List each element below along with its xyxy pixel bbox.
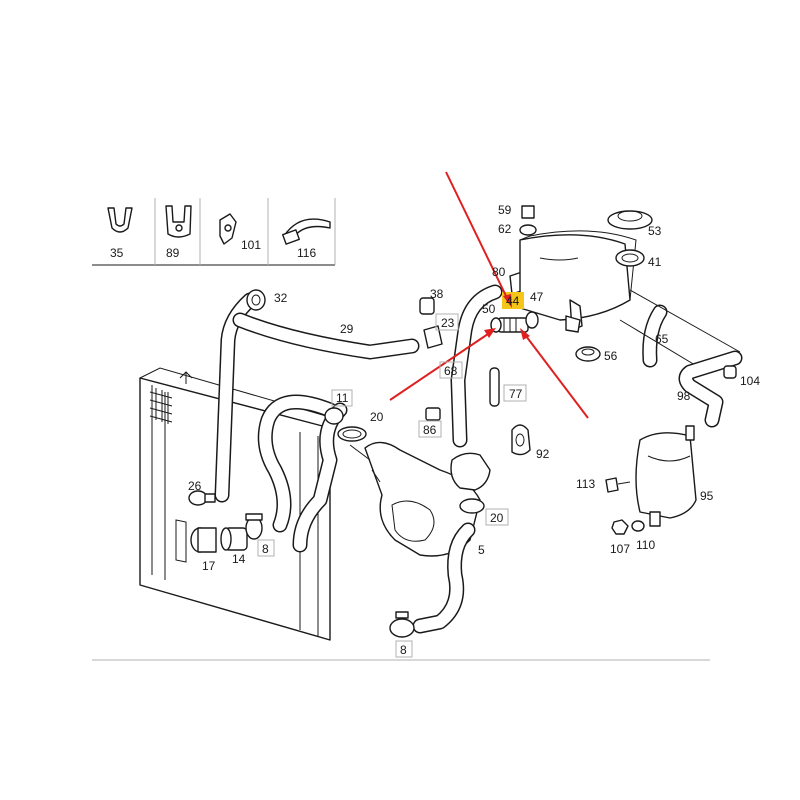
hose-clip-icon xyxy=(107,207,133,233)
label-107: 107 xyxy=(610,542,630,556)
coupling-14 xyxy=(220,527,248,551)
label-44: 44 xyxy=(506,294,520,308)
clamp-8b xyxy=(389,611,415,638)
label-41: 41 xyxy=(648,255,662,269)
seal-41 xyxy=(615,249,645,267)
label-14: 14 xyxy=(232,552,246,566)
radiator-fins xyxy=(149,388,173,424)
reservoir-95 xyxy=(635,425,697,527)
label-98: 98 xyxy=(677,389,691,403)
arrow-top xyxy=(445,171,509,301)
clip-92 xyxy=(511,424,531,456)
cap-38 xyxy=(419,297,435,315)
cap-86 xyxy=(425,407,441,421)
label-53: 53 xyxy=(648,224,662,238)
label-29: 29 xyxy=(340,322,354,336)
legend-label-101: 101 xyxy=(241,238,261,252)
label-113: 113 xyxy=(576,477,595,491)
tank-bracket-lines xyxy=(619,289,741,369)
label-5: 5 xyxy=(478,543,485,557)
label-92: 92 xyxy=(536,447,550,461)
clamp-26 xyxy=(188,490,216,506)
bracket-clip-icon xyxy=(219,213,237,245)
pipe-98 xyxy=(678,350,743,428)
washer-62 xyxy=(519,224,537,236)
label-77: 77 xyxy=(509,387,523,401)
label-47: 47 xyxy=(530,290,544,304)
red-arrows xyxy=(389,171,589,419)
label-20a: 20 xyxy=(370,410,384,424)
grommet-32 xyxy=(246,289,266,311)
label-23: 23 xyxy=(441,316,455,330)
clamp-20b xyxy=(459,498,485,514)
label-62: 62 xyxy=(498,222,512,236)
coupling-17 xyxy=(190,527,217,553)
grommet-56 xyxy=(575,346,601,362)
label-32: 32 xyxy=(274,291,288,305)
label-17: 17 xyxy=(202,559,216,573)
label-110: 110 xyxy=(636,538,655,552)
hose-5 xyxy=(412,522,476,634)
cap-53 xyxy=(607,210,653,230)
label-56: 56 xyxy=(604,349,618,363)
clamp-8a xyxy=(245,513,263,540)
hose-68 xyxy=(450,284,503,448)
label-80: 80 xyxy=(492,265,506,279)
label-68: 68 xyxy=(444,364,458,378)
double-clip-icon xyxy=(165,205,192,238)
clamp-11 xyxy=(324,407,344,425)
label-104: 104 xyxy=(740,374,760,388)
label-50: 50 xyxy=(482,302,496,316)
washer-110 xyxy=(631,520,645,532)
label-11: 11 xyxy=(336,391,349,405)
label-8a: 8 xyxy=(262,542,269,556)
water-pump-housing xyxy=(349,441,491,557)
grommet-104 xyxy=(723,365,737,379)
clamp-20a xyxy=(337,426,367,442)
legend-label-116: 116 xyxy=(297,246,316,260)
label-86: 86 xyxy=(423,423,437,437)
label-38: 38 xyxy=(430,287,444,301)
label-59: 59 xyxy=(498,203,512,217)
sensor-assembly-44 xyxy=(490,311,539,333)
hose-65 xyxy=(642,304,668,368)
label-8b: 8 xyxy=(400,643,407,657)
hose-29 xyxy=(214,292,420,503)
clip-23 xyxy=(423,325,443,349)
part-labels: 59 62 53 41 80 38 50 44 47 32 29 23 65 5… xyxy=(188,203,760,657)
label-95: 95 xyxy=(700,489,714,503)
expansion-tank xyxy=(519,230,637,333)
legend-label-89: 89 xyxy=(166,246,180,260)
label-65: 65 xyxy=(655,332,669,346)
legend-table: 35 89 101 116 xyxy=(92,198,336,266)
arrow-left xyxy=(389,333,489,401)
legend-label-35: 35 xyxy=(110,246,124,260)
pipe-77 xyxy=(489,367,500,407)
label-boxes xyxy=(257,313,527,658)
cable-tie-icon xyxy=(282,218,331,245)
bolt-113 xyxy=(605,477,631,493)
arrow-right xyxy=(525,335,589,419)
label-26: 26 xyxy=(188,479,202,493)
nut-107 xyxy=(611,519,629,535)
label-20b: 20 xyxy=(490,511,504,525)
bolt-59 xyxy=(521,205,535,219)
